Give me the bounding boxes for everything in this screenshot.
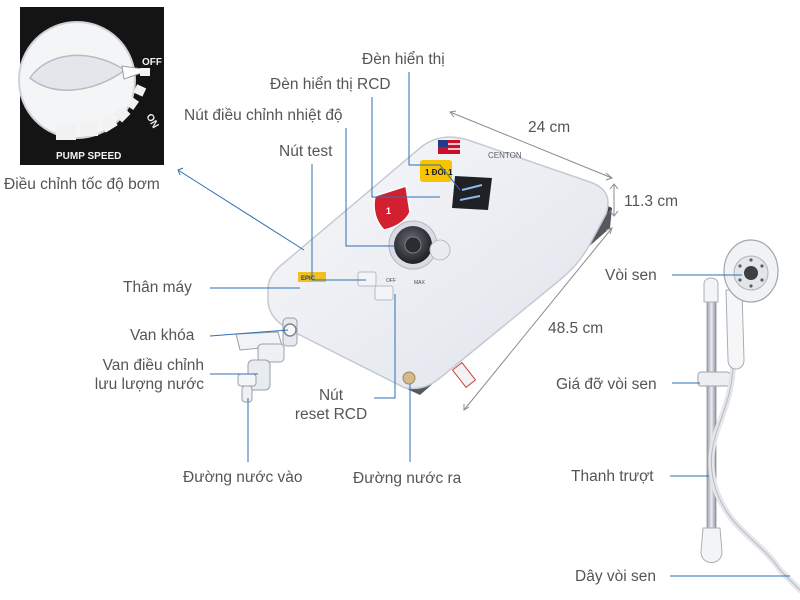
label-flow-valve-line1: Van điều chỉnh xyxy=(102,357,204,374)
indicator-panel xyxy=(452,176,492,210)
label-indicator-light: Đèn hiển thị xyxy=(362,51,445,68)
slide-bar xyxy=(706,299,717,531)
label-shower-head: Vòi sen xyxy=(605,267,657,284)
svg-text:1 ĐỔI 1: 1 ĐỔI 1 xyxy=(425,168,453,177)
water-outlet-port xyxy=(402,371,416,385)
reset-rcd-button xyxy=(374,285,394,301)
leader-indicator-light xyxy=(408,72,461,191)
label-temperature-knob: Nút điều chỉnh nhiệt độ xyxy=(184,107,343,124)
inset-off-text: OFF xyxy=(142,57,162,68)
label-reset-line1: Nút xyxy=(318,387,344,404)
label-lock-valve: Van khóa xyxy=(130,327,195,344)
shower-head-center xyxy=(744,266,758,280)
shower-hose-outline xyxy=(710,367,800,591)
dimension-lines xyxy=(449,110,619,411)
svg-text:EPIC: EPIC xyxy=(301,276,316,282)
inset-pump-speed-text: PUMP SPEED xyxy=(56,151,121,162)
dimension-width-line xyxy=(449,111,613,179)
pump-knob xyxy=(429,239,451,261)
label-slide-bar: Thanh trượt xyxy=(571,468,654,485)
label-water-outlet: Đường nước ra xyxy=(353,470,462,487)
leader-reset xyxy=(374,294,396,399)
shower-hose xyxy=(708,365,800,593)
label-shower-holder: Giá đỡ vòi sen xyxy=(556,376,657,393)
svg-text:OFF: OFF xyxy=(386,278,396,284)
leader-lines xyxy=(177,72,790,577)
leader-rcd-indicator xyxy=(371,97,440,198)
leader-test xyxy=(311,164,366,281)
label-rcd-indicator-light: Đèn hiển thị RCD xyxy=(270,76,391,93)
inlet-valve-assembly xyxy=(235,317,298,403)
shower-handle xyxy=(725,289,745,370)
dimension-height-line xyxy=(463,227,613,411)
leader-pump-speed xyxy=(177,169,305,251)
label-reset-rcd: Nút reset RCD xyxy=(286,386,376,424)
label-flow-valve: Van điều chỉnh lưu lượng nước xyxy=(86,356,204,394)
label-reset-line2: reset RCD xyxy=(294,406,368,423)
slide-bar-top-cap xyxy=(703,277,719,303)
water-heater: CENTON 1 ĐỔI 1 1 OFF MAX EPIC xyxy=(267,136,612,395)
shower-holder xyxy=(697,371,731,387)
label-pump-speed-control: Điều chỉnh tốc độ bơm xyxy=(4,176,160,193)
label-shower-hose: Dây vòi sen xyxy=(575,568,656,585)
label-flow-valve-line2: lưu lượng nước xyxy=(94,376,204,393)
inlet-nozzle xyxy=(241,385,253,403)
pump-speed-inset xyxy=(18,7,164,165)
dimension-height-label: 48.5 cm xyxy=(548,320,603,337)
slide-bar-bottom-cap xyxy=(700,527,723,563)
indicator-light-mark xyxy=(461,184,483,191)
pump-speed-scale xyxy=(56,68,150,140)
leader-temperature-knob xyxy=(345,128,395,247)
label-test-button: Nút test xyxy=(279,143,333,160)
svg-text:1: 1 xyxy=(386,206,391,216)
test-button xyxy=(357,271,377,287)
dimension-depth-label: 11.3 cm xyxy=(624,193,678,210)
dimension-width-label: 24 cm xyxy=(528,119,570,136)
label-body: Thân máy xyxy=(123,279,192,296)
svg-text:MAX: MAX xyxy=(414,280,426,286)
leader-lock-valve xyxy=(209,329,289,337)
shower-set xyxy=(697,239,800,593)
label-water-inlet: Đường nước vào xyxy=(183,469,303,486)
brand-text: CENTON xyxy=(488,151,522,160)
